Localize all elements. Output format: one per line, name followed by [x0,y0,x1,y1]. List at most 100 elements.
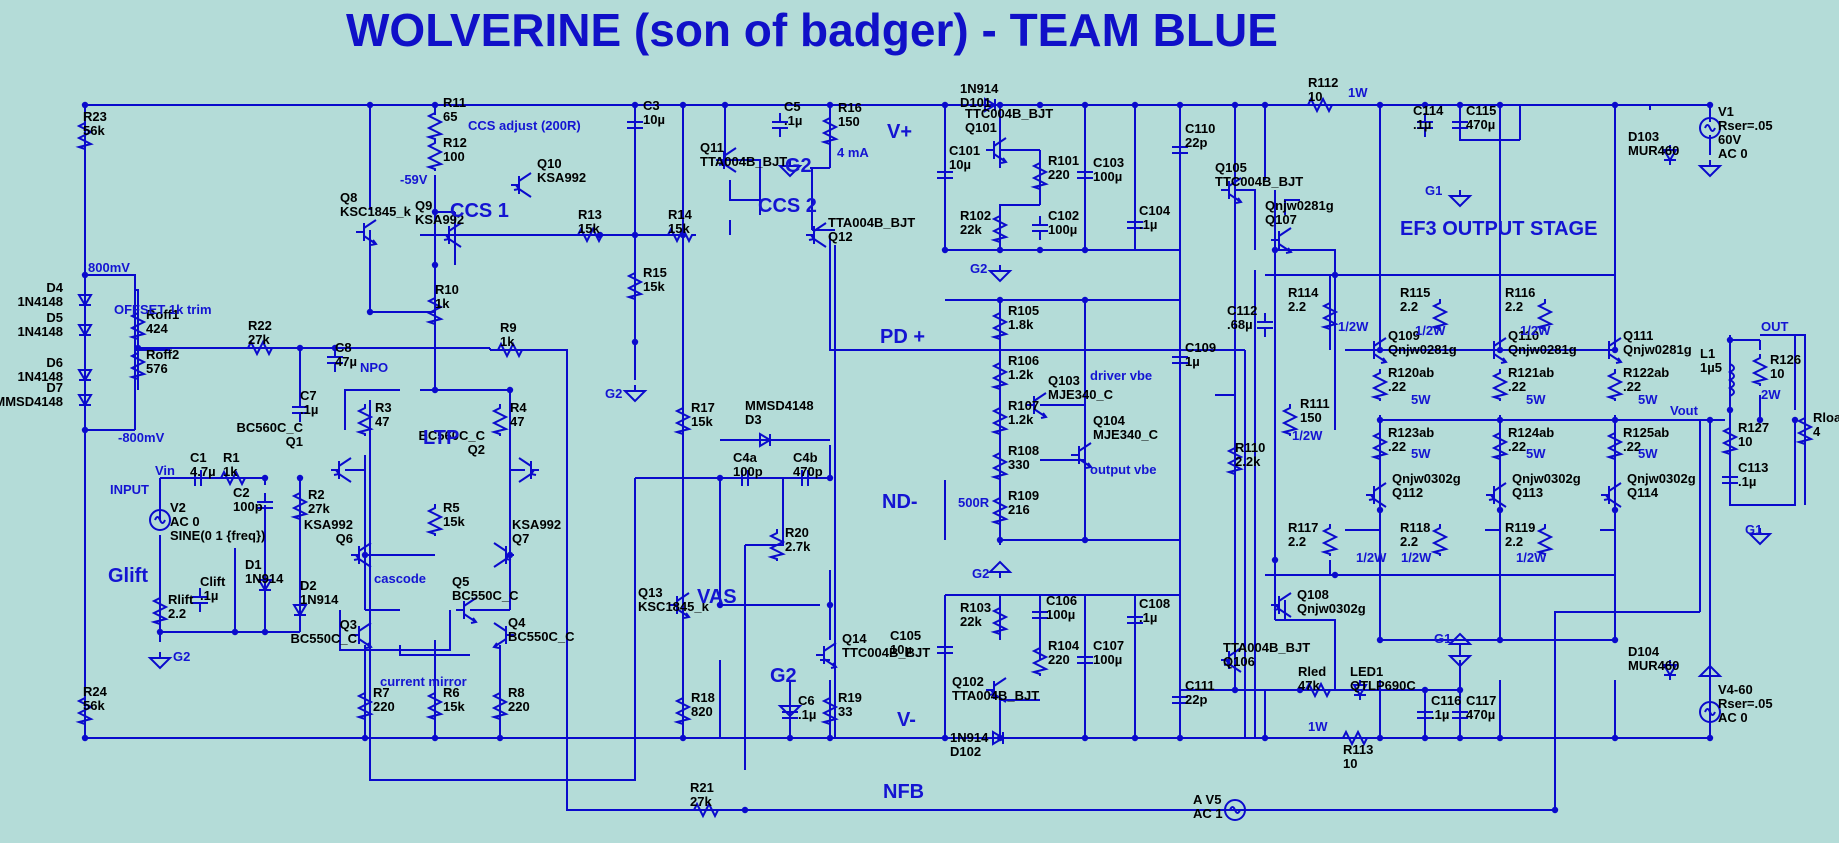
junction-dot [1231,101,1239,109]
junction-dot [361,734,369,742]
component-label-c5: .1µ [784,113,802,128]
net-label-drvvbe: driver vbe [1090,368,1152,383]
component-r22 [244,339,276,357]
component-label-r108: R108 [1008,443,1039,458]
component-label-r1: R1 [223,450,240,465]
component-label-r105: 1.8k [1008,317,1034,332]
net-label-w12e: 1/2W [1356,550,1387,565]
junction-dot [1611,636,1619,644]
net-label-w5d: 5W [1411,446,1431,461]
component-label-c7: .1µ [300,402,318,417]
junction-dot [1036,246,1044,254]
junction-dot [1376,101,1384,109]
component-label-q110: Qnjw0281g [1508,342,1577,357]
component-label-c2: C2 [233,485,250,500]
component-d4 [77,290,93,310]
component-label-q14: Q14 [842,631,867,646]
component-label-rlift: Rlift [168,592,194,607]
component-clift [192,588,208,612]
net-label-w5e: 5W [1526,446,1546,461]
junction-dot [1611,416,1619,424]
component-q105 [1221,177,1243,204]
component-label-q10: KSA992 [537,170,586,185]
component-label-v4: Rser=.05 [1718,696,1773,711]
component-label-q6: Q6 [336,531,353,546]
junction-dot [1611,346,1619,354]
component-label-v5: A V5 [1193,792,1221,807]
component-label-d103: D103 [1628,129,1659,144]
section-label-ef3: EF3 OUTPUT STAGE [1400,218,1597,240]
component-label-r122ab: R122ab [1623,365,1669,380]
component-c7 [292,398,308,422]
junction-dot [826,101,834,109]
junction-dot [716,601,724,609]
component-label-q1: BC560C_C [237,420,304,435]
component-label-c107: C107 [1093,638,1124,653]
component-r115 [1430,299,1449,331]
component-label-r4: R4 [510,400,527,415]
component-label-r124ab: R124ab [1508,425,1554,440]
component-label-r16: R16 [838,100,862,115]
junction-dot [1376,506,1384,514]
component-label-rload: 4 [1813,424,1821,439]
junction-dot [81,734,89,742]
component-label-d6: 1N4148 [17,369,63,384]
junction-dot [1496,734,1504,742]
component-label-r121ab: R121ab [1508,365,1554,380]
component-label-q102: TTA004B_BJT [952,688,1039,703]
component-label-c8: 47µ [335,354,357,369]
component-label-q112: Q112 [1392,485,1423,500]
component-r6 [425,689,444,721]
label-layer: R2356kR2456kD41N4148D51N4148D61N4148D7MM… [0,75,1839,821]
component-label-v4: V4-60 [1718,682,1753,697]
junction-dot [81,426,89,434]
junction-dot [716,474,724,482]
component-label-q104: MJE340_C [1093,427,1159,442]
component-label-c116: .1µ [1431,707,1449,722]
component-label-r20: R20 [785,525,809,540]
component-d102 [988,730,1008,746]
ground-icon [1447,650,1473,668]
component-label-q109: Q109 [1388,328,1420,343]
component-r17 [673,404,692,436]
component-r101 [1030,159,1049,191]
component-q104 [1071,442,1093,469]
component-label-v1: 60V [1718,132,1741,147]
component-r121ab [1490,369,1509,401]
net-label-out: OUT [1761,319,1789,334]
component-label-r6: 15k [443,699,465,714]
component-r19 [820,694,839,726]
component-label-d1: 1N914 [245,571,284,586]
component-label-roff1: Roff1 [146,307,179,322]
component-label-d5: 1N4148 [17,324,63,339]
component-label-r124ab: .22 [1508,439,1526,454]
component-label-q105: TTC004B_BJT [1215,174,1303,189]
component-label-v2: AC 0 [170,514,200,529]
section-label-pdplus: PD + [880,326,925,348]
component-r4 [490,404,509,436]
component-label-c101: C101 [949,143,980,158]
component-label-q112: Qnjw0302g [1392,471,1461,486]
component-label-c2: 100p [233,499,263,514]
net-label-cascode: cascode [374,571,426,586]
component-label-d3: MMSD4148 [745,398,814,413]
component-label-r121ab: .22 [1508,379,1526,394]
component-label-c101: 10µ [949,157,971,172]
component-label-c5: C5 [784,99,801,114]
component-label-r20: 2.7k [785,539,811,554]
junction-dot [1081,536,1089,544]
component-roff1 [128,309,147,341]
component-q5 [456,597,478,624]
component-c4a [733,470,757,486]
component-q6 [351,542,372,568]
component-label-r104: 220 [1048,652,1070,667]
component-r2 [290,489,309,521]
component-label-c7: C7 [300,388,317,403]
component-c4b [793,470,817,486]
net-label-npo: NPO [360,360,388,375]
component-r117 [1320,524,1339,556]
component-label-q3: BC550C_C [291,631,358,646]
component-c5 [772,113,788,137]
component-r122ab [1605,369,1624,401]
component-label-q110: Q110 [1508,328,1539,343]
